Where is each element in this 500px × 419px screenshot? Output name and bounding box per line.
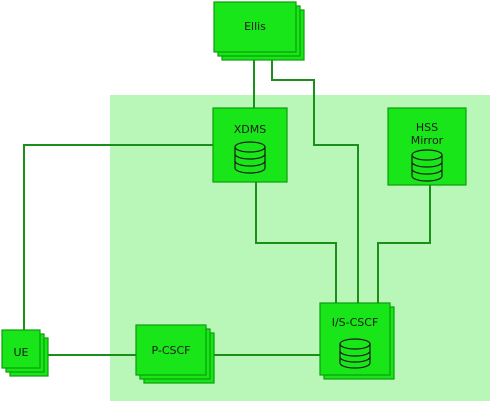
link-ue-xdms: [23, 144, 216, 330]
node-p-cscf: P-CSCF: [135, 324, 215, 384]
node-is-cscf: I/S-CSCF: [319, 302, 395, 380]
node-xdms-label: XDMS: [234, 123, 266, 136]
link-xdms-iscscf: [255, 182, 337, 303]
node-hss-mirror: HSS Mirror: [387, 107, 467, 186]
database-icon: [411, 149, 443, 182]
node-p-cscf-label: P-CSCF: [151, 344, 190, 357]
database-icon: [339, 338, 371, 369]
node-xdms: XDMS: [212, 107, 288, 183]
node-hss-mirror-label-line1: HSS: [416, 121, 438, 134]
link-ellis-iscscf: [271, 60, 359, 303]
database-icon: [234, 141, 266, 174]
node-ue: UE: [1, 329, 49, 377]
node-is-cscf-label: I/S-CSCF: [332, 316, 379, 329]
node-ellis: Ellis: [213, 1, 305, 61]
node-ellis-label: Ellis: [244, 20, 266, 33]
node-ue-label: UE: [13, 346, 28, 359]
node-hss-mirror-label-line2: Mirror: [411, 134, 444, 147]
connections: [23, 60, 431, 356]
link-hss-iscscf: [377, 185, 431, 303]
